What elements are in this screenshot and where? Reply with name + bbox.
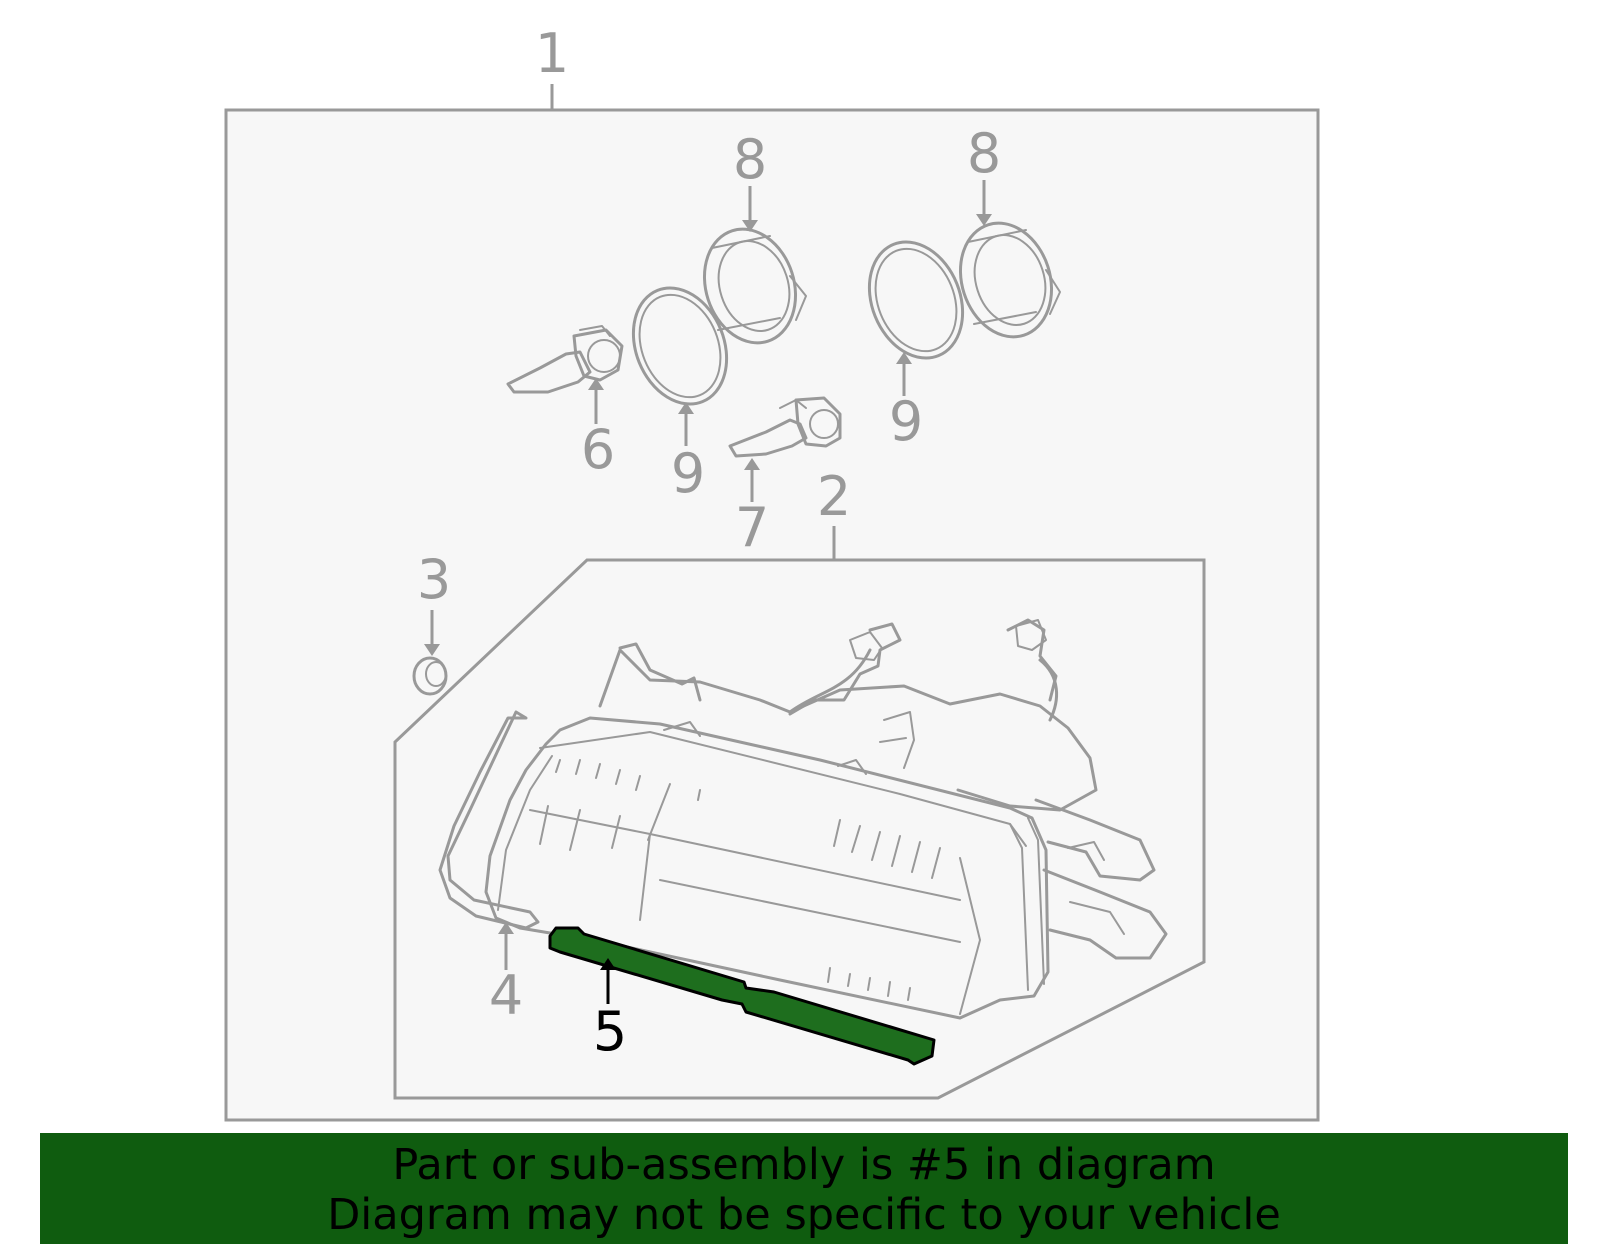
o-ring-left-inner	[638, 293, 722, 399]
bulb-socket-ring-right	[958, 221, 1061, 339]
o-ring-right	[867, 240, 965, 360]
callout-8-left: 8	[733, 128, 767, 191]
arrowhead-5	[600, 958, 616, 970]
o-ring-left	[631, 286, 729, 406]
callout-7: 7	[735, 496, 769, 559]
callout-8-right: 8	[967, 122, 1001, 185]
callout-2: 2	[817, 465, 851, 528]
lower-seal-strip-part-5	[548, 926, 936, 1066]
arrowhead-9-left	[678, 402, 694, 414]
headlight-housing	[484, 618, 1168, 1020]
bulb-socket-ring-left	[702, 227, 807, 345]
grommet-3	[412, 656, 448, 696]
arrowhead-7	[744, 458, 760, 470]
callout-9-left: 9	[671, 442, 705, 505]
seal-4	[438, 710, 540, 930]
part-info-banner: Part or sub-assembly is #5 in diagram Di…	[40, 1133, 1568, 1244]
bulb-7	[728, 396, 842, 458]
banner-line-2: Diagram may not be specific to your vehi…	[327, 1190, 1281, 1240]
arrowhead-6	[588, 378, 604, 390]
banner-line-1: Part or sub-assembly is #5 in diagram	[392, 1140, 1216, 1190]
arrowhead-8-right	[976, 214, 992, 226]
callout-9-right: 9	[889, 390, 923, 453]
arrowhead-9-right	[896, 352, 912, 364]
callout-3: 3	[417, 548, 451, 611]
callout-5: 5	[593, 1000, 627, 1063]
o-ring-right-inner	[874, 247, 958, 353]
arrowhead-3	[424, 644, 440, 656]
arrowhead-8-left	[742, 220, 758, 232]
callout-6: 6	[581, 418, 615, 481]
bulb-6	[506, 325, 624, 394]
callout-4: 4	[489, 964, 523, 1027]
callout-1: 1	[535, 22, 569, 85]
arrowhead-4	[498, 922, 514, 934]
